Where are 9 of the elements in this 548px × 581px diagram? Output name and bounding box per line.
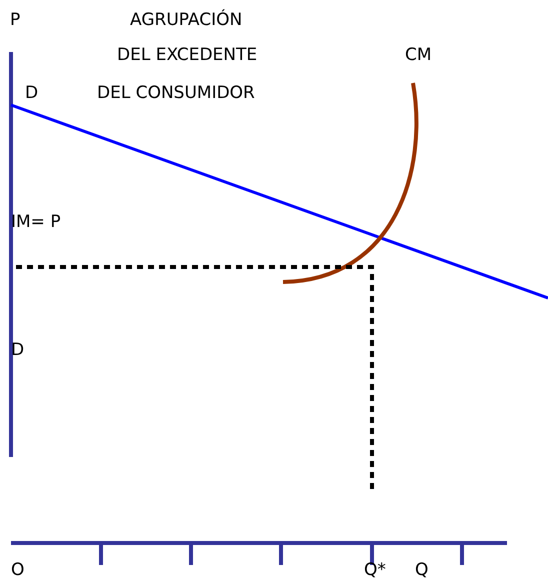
heading-text: DEL EXCEDENTE [117,45,258,65]
axis-label: Q* [364,560,386,580]
curve-label: D [25,83,38,103]
axis-label: O [11,560,24,580]
curve-label: CM [405,45,432,65]
axis-label: Q [415,560,428,580]
heading-text: AGRUPACIÓN [130,10,242,30]
heading-text: DEL CONSUMIDOR [97,83,255,103]
axis-label: P [10,10,20,30]
